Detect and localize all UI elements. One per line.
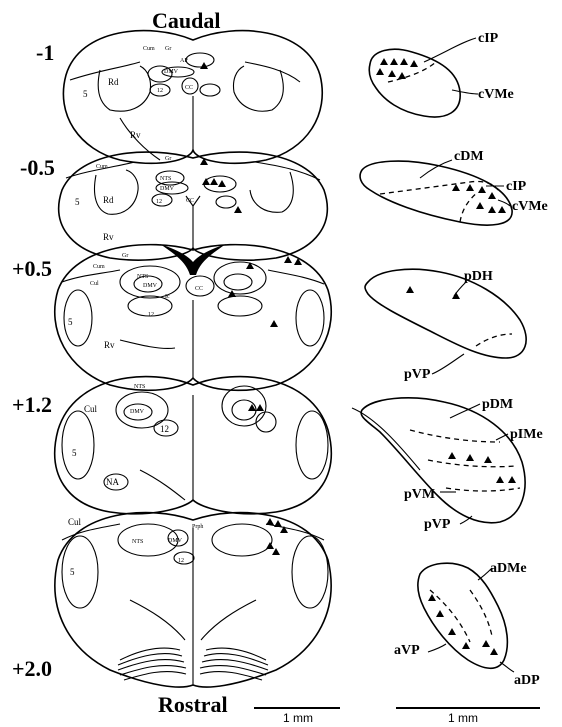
title-rostral: Rostral <box>158 692 228 717</box>
label: NA <box>106 477 119 487</box>
label: 5 <box>75 197 80 207</box>
label: Rd <box>108 77 119 87</box>
label: Gr <box>165 156 171 162</box>
scale-bar-label: 1 mm <box>448 711 478 725</box>
label: 5 <box>70 567 75 577</box>
label-pVP: pVP <box>424 517 451 532</box>
label: AP <box>180 58 188 64</box>
section-level-1: 5 Rd Rv Cum Gr AP DMV 12 CC <box>63 31 322 164</box>
scale-bar-label: 1 mm <box>283 711 313 725</box>
label-pDM: pDM <box>482 397 513 412</box>
label: DMV <box>160 186 175 192</box>
section-level-5: Cul 5 NTS DMV Prph 12 <box>55 513 331 687</box>
label: Cum <box>96 164 108 170</box>
label-cVMe: cVMe <box>512 199 548 214</box>
label-pIMe: pIMe <box>510 427 543 442</box>
label: NTS <box>132 539 143 545</box>
level-label-1: -1 <box>36 40 54 65</box>
section2-labels: 5 Rd Rv Cum Gr NTS DMV 12 CC <box>75 156 194 242</box>
label: CC <box>186 198 194 204</box>
label: 12 <box>156 199 162 205</box>
section-level-4: Cul 5 NA NTS DMV 12 <box>55 377 332 514</box>
striations-right <box>200 648 268 680</box>
section1-labels: 5 Rd Rv Cum Gr AP DMV 12 CC <box>83 46 193 140</box>
label: 5 <box>83 89 88 99</box>
scale-bar-right: 1 mm <box>396 708 540 725</box>
label: Gr <box>122 253 128 259</box>
label-pDH: pDH <box>464 269 493 284</box>
label: NTS <box>137 274 148 280</box>
striations-left <box>118 648 186 680</box>
subnuclei-panel-caudal-a: cIP cVMe <box>369 31 514 117</box>
level-label-3: +0.5 <box>12 256 52 281</box>
label: Rv <box>103 232 114 242</box>
label-cIP: cIP <box>506 179 527 194</box>
subnuclei-panel-anterior: aDMe aVP aDP <box>394 561 540 688</box>
label-aDP: aDP <box>514 673 540 688</box>
label: NTS <box>134 384 145 390</box>
label: Cum <box>93 264 105 270</box>
label: CC <box>185 85 193 91</box>
label: Cul <box>90 281 99 287</box>
subnuclei-panel-posterior-b: pDM pIMe pVM pVP <box>352 397 543 532</box>
subnuclei-panel-caudal-b: cDM cIP cVMe <box>360 149 548 225</box>
label: Ic <box>165 294 170 300</box>
level-label-5: +2.0 <box>12 656 52 681</box>
label: Cum <box>143 46 155 52</box>
label: Gr <box>165 46 171 52</box>
label-aVP: aVP <box>394 643 420 658</box>
label-pVM: pVM <box>404 487 435 502</box>
label: Rd <box>103 195 114 205</box>
label: Cul <box>68 517 82 527</box>
section-level-3: 5 Rv Cum Cul Gr NTS DMV Ic 12 CC <box>55 244 332 390</box>
scale-bar-left: 1 mm <box>254 708 340 725</box>
label: DMV <box>168 538 183 544</box>
label: Rv <box>104 340 115 350</box>
label: CC <box>195 286 203 292</box>
label: 5 <box>72 448 77 458</box>
label: DMV <box>164 69 179 75</box>
label: 12 <box>148 312 154 318</box>
label: DMV <box>130 409 145 415</box>
label: 12 <box>178 558 184 564</box>
level-label-2: -0.5 <box>20 155 55 180</box>
subnuclei-panel-posterior-a: pDH pVP <box>365 269 526 382</box>
label: Prph <box>192 524 203 530</box>
label: Cul <box>84 404 98 414</box>
label-aDMe: aDMe <box>490 561 527 576</box>
label-cIP: cIP <box>478 31 499 46</box>
label: 12 <box>160 424 169 434</box>
label-pVP: pVP <box>404 367 431 382</box>
level-label-4: +1.2 <box>12 392 52 417</box>
title-caudal: Caudal <box>152 8 220 33</box>
label-cDM: cDM <box>454 149 484 164</box>
label: 12 <box>157 88 163 94</box>
section-level-2: 5 Rd Rv Cum Gr NTS DMV 12 CC <box>59 152 328 260</box>
label: 5 <box>68 317 73 327</box>
label: Rv <box>130 130 141 140</box>
label: DMV <box>143 283 158 289</box>
label: NTS <box>160 176 171 182</box>
label-cVMe: cVMe <box>478 87 514 102</box>
